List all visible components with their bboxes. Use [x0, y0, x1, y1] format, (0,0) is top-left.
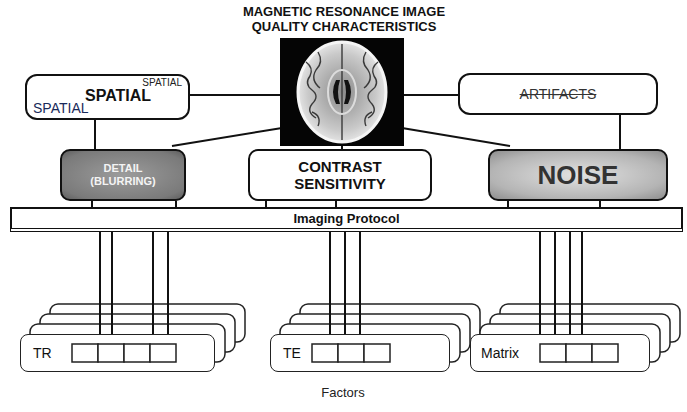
box-label: Imaging Protocol	[293, 211, 399, 226]
brain-image	[280, 38, 404, 146]
box-label: TE	[283, 345, 301, 361]
box-label: NOISE	[538, 160, 619, 191]
box-label: DETAIL (BLURRING)	[82, 162, 164, 188]
connector-line	[94, 120, 96, 149]
box-label: TR	[33, 345, 52, 361]
protocol-bar: Imaging Protocol	[10, 207, 683, 232]
box-label: Matrix	[481, 345, 519, 361]
characteristic-box: NOISE	[488, 149, 668, 201]
box-label: SPATIAL	[142, 77, 182, 88]
diagram-title: MAGNETIC RESONANCE IMAGE QUALITY CHARACT…	[228, 4, 460, 34]
connector-line	[619, 115, 621, 149]
factor-card: TR	[20, 334, 215, 372]
connector-line	[330, 232, 360, 334]
box-label: SPATIAL	[85, 87, 151, 105]
characteristic-box: DETAIL (BLURRING)	[60, 149, 186, 201]
characteristic-box: CONTRAST SENSITIVITY	[248, 149, 432, 201]
connector-line	[100, 232, 168, 334]
box-label: SPATIAL	[33, 100, 89, 116]
box-label: ARTIFACTS	[520, 86, 597, 102]
box-label: CONTRAST SENSITIVITY	[274, 158, 406, 192]
row-label: Factors	[300, 385, 386, 400]
category-box: SPATIALSPATIALSPATIAL	[25, 74, 190, 120]
factor-card: TE	[270, 334, 450, 372]
connector-line	[540, 232, 582, 334]
factor-card: Matrix	[470, 334, 650, 372]
category-box: ARTIFACTS	[458, 73, 658, 115]
